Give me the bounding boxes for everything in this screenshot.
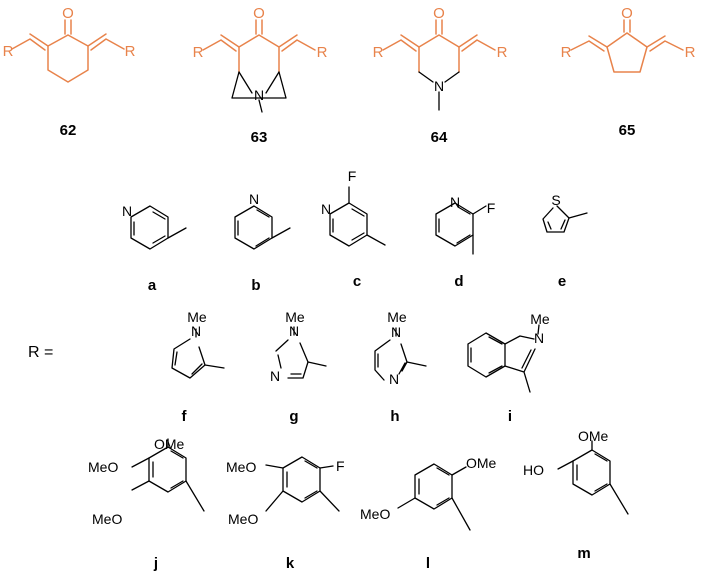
compound-63-skeleton <box>202 19 316 73</box>
substituent-h-atom-n3: N <box>389 371 399 387</box>
substituent-i: N Me i <box>467 311 550 425</box>
substituent-c-atom-f: F <box>348 168 357 184</box>
ring-b <box>234 205 273 250</box>
substituent-l-ome: OMe <box>466 455 497 471</box>
substituent-a-atom-n: N <box>122 203 132 219</box>
substituent-a-label: a <box>148 277 157 294</box>
compound-65-r-right: R <box>685 44 696 61</box>
substituent-j-ome-top: OMe <box>154 436 185 452</box>
compound-64-r-right: R <box>497 44 508 61</box>
ring-h <box>374 339 408 381</box>
compound-64-label: 64 <box>431 129 448 146</box>
ring-m <box>572 449 611 496</box>
substituent-k-meo-top: MeO <box>226 459 256 475</box>
substituent-h: N Me N h <box>374 309 427 425</box>
substituent-f: N Me f <box>171 309 225 425</box>
compound-65-r-left: R <box>561 44 572 61</box>
substituent-a: N a <box>122 203 187 294</box>
compound-62-carbonyl-o: O <box>62 5 74 22</box>
ring-f <box>171 338 206 379</box>
substituent-e-atom-s: S <box>551 192 560 208</box>
substituent-b-label: b <box>251 277 260 294</box>
compound-62-r-right: R <box>125 43 136 60</box>
substituent-h-atom-me: Me <box>387 309 407 325</box>
substituent-l-meo: MeO <box>360 506 390 522</box>
substituent-k: MeO F MeO k <box>226 456 345 572</box>
substituent-i-atom-me: Me <box>530 311 550 327</box>
compound-62-label: 62 <box>60 122 77 139</box>
compound-64-r-left: R <box>373 44 384 61</box>
compound-64-structure: N O R R 64 <box>373 5 508 146</box>
substituent-h-label: h <box>390 408 399 425</box>
compound-63-structure: N O R R 63 <box>193 5 328 146</box>
compound-63-r-right: R <box>317 44 328 61</box>
substituent-g-atom-n1: N <box>289 323 299 339</box>
substituent-m-label: m <box>577 545 590 562</box>
substituent-l: OMe MeO l <box>360 455 497 572</box>
substituent-j-label: j <box>153 555 158 572</box>
ring-e <box>542 205 570 233</box>
substituent-g: N Me N g <box>270 309 327 425</box>
substituent-h-atom-n1: N <box>391 324 401 340</box>
substituent-g-label: g <box>289 408 298 425</box>
substituent-k-meo-bottom: MeO <box>228 511 258 527</box>
compound-65-label: 65 <box>619 122 636 139</box>
compound-63-label: 63 <box>251 129 268 146</box>
substituent-d-label: d <box>454 273 463 290</box>
ring-g <box>275 339 309 379</box>
substituent-k-atom-f: F <box>336 458 345 474</box>
substituent-m: OMe HO m <box>523 428 629 562</box>
substituent-f-label: f <box>182 408 188 425</box>
substituent-j-meo-bottom: MeO <box>92 511 122 527</box>
compound-63-carbonyl-o: O <box>253 5 265 22</box>
ring-l <box>414 463 453 510</box>
substituent-g-atom-me: Me <box>285 309 305 325</box>
substituent-d-atom-f: F <box>487 200 496 216</box>
compound-65-structure: O R R 65 <box>561 5 696 139</box>
compound-65-carbonyl-o: O <box>621 5 633 22</box>
compound-63-nitrogen: N <box>254 87 264 103</box>
ring-a <box>130 205 169 250</box>
substituent-b: N b <box>234 191 291 294</box>
substituent-i-atom-n: N <box>534 330 544 346</box>
substituent-e: S e <box>542 192 588 290</box>
compound-62-structure: O R R 62 <box>3 5 136 139</box>
compound-62-r-left: R <box>3 43 14 60</box>
compound-65-skeleton <box>570 19 684 73</box>
substituent-k-label: k <box>286 555 295 572</box>
substituent-d-atom-n: N <box>450 194 460 210</box>
substituent-e-label: e <box>558 273 566 290</box>
substituent-l-label: l <box>426 555 430 572</box>
substituent-b-atom-n: N <box>249 191 259 207</box>
r-equals-label: R = <box>28 344 53 361</box>
substituent-c-label: c <box>353 273 361 290</box>
ring-c <box>329 202 368 247</box>
ring-j <box>148 446 187 493</box>
substituent-c: F N c <box>321 168 386 290</box>
compound-64-carbonyl-o: O <box>433 5 445 22</box>
compound-63-bridge <box>231 71 287 113</box>
substituent-f-atom-n: N <box>191 323 201 339</box>
substituent-m-ome: OMe <box>578 428 609 444</box>
compound-62-skeleton <box>11 19 125 83</box>
compound-64-amine <box>418 71 460 111</box>
substituent-g-atom-n3: N <box>270 368 280 384</box>
substituent-c-atom-n: N <box>321 201 331 217</box>
substituent-j-meo-mid: MeO <box>88 459 118 475</box>
ring-k <box>282 456 321 503</box>
substituent-d: N F d <box>435 194 496 290</box>
compound-64-nitrogen: N <box>434 78 444 94</box>
compound-63-r-left: R <box>193 44 204 61</box>
substituent-i-label: i <box>508 408 512 425</box>
compound-64-skeleton <box>382 19 496 73</box>
substituent-m-atom-ho: HO <box>523 462 544 478</box>
substituent-j: OMe MeO MeO j <box>88 436 205 572</box>
substituent-f-atom-me: Me <box>187 309 207 325</box>
ring-i <box>467 332 506 378</box>
